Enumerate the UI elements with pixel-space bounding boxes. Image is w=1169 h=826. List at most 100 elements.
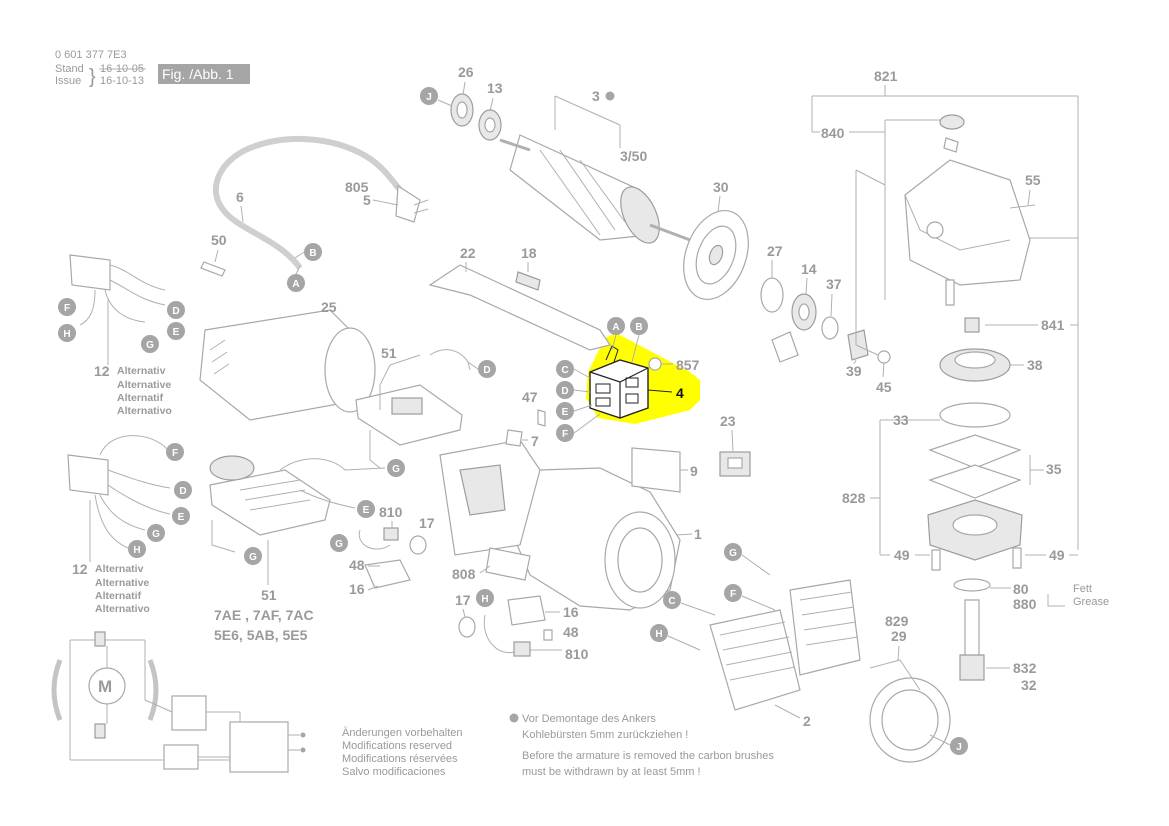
holder-16b: [507, 595, 546, 626]
label-2: 2: [803, 713, 811, 729]
callout-d1: D: [167, 301, 185, 319]
motor-housing: [439, 439, 681, 611]
motor-symbol: M: [98, 677, 112, 696]
svg-text:G: G: [249, 552, 257, 563]
label-38: 38: [1027, 357, 1043, 373]
label-828: 828: [842, 490, 866, 506]
note-bullet: [509, 713, 519, 723]
label-17a: 17: [419, 515, 435, 531]
plate-35a: [928, 434, 1022, 469]
label-821: 821: [874, 68, 898, 84]
fan-part: [683, 209, 749, 301]
callout-b2: B: [630, 317, 648, 335]
alt-a-3: Alternatif: [117, 392, 164, 404]
lever-22: [428, 264, 611, 351]
header-brace: }: [89, 66, 96, 88]
alt-a-2: Alternative: [117, 379, 171, 391]
modifications-en: Modifications reserved: [342, 740, 452, 752]
label-51a: 51: [381, 345, 397, 361]
plate-35b: [928, 464, 1022, 499]
label-5: 5: [363, 192, 371, 208]
svg-text:A: A: [292, 279, 299, 290]
label-17b: 17: [455, 592, 471, 608]
callout-g5: G: [244, 547, 262, 565]
key-part: [771, 331, 799, 363]
svg-text:E: E: [562, 407, 569, 418]
callout-h4: H: [128, 540, 146, 558]
label-3-50: 3/50: [620, 148, 647, 164]
label-808: [485, 547, 531, 581]
svg-text:H: H: [133, 545, 140, 556]
guard-part: [869, 659, 951, 763]
label-32: 32: [1021, 677, 1037, 693]
label-810a: 810: [379, 504, 403, 520]
brush-holder-7: [505, 429, 523, 447]
callout-g3: G: [387, 459, 405, 477]
callout-h6: H: [476, 589, 494, 607]
svg-text:H: H: [655, 629, 662, 640]
callout-h1: H: [58, 324, 76, 342]
label-4: 4: [676, 385, 684, 401]
figure-label: Fig. /Abb. 1: [162, 66, 234, 82]
svg-text:E: E: [363, 505, 370, 516]
svg-text:G: G: [392, 464, 400, 475]
callout-a1: A: [287, 274, 305, 292]
label-29: 29: [891, 628, 907, 644]
label-7: 7: [531, 433, 539, 449]
svg-text:F: F: [562, 429, 568, 440]
label-841: 841: [1041, 317, 1065, 333]
label-22: 22: [460, 245, 476, 261]
capacitor-810a: [383, 527, 399, 541]
field-coil-part: [709, 579, 861, 711]
callout-f2: F: [556, 424, 574, 442]
armature-note-de-1: Vor Demontage des Ankers: [522, 713, 656, 725]
alt-a-4: Alternativo: [117, 405, 172, 417]
svg-text:G: G: [729, 548, 737, 559]
label-80: 80: [1013, 581, 1029, 597]
armature-note-en-2: must be withdrawn by at least 5mm !: [522, 766, 701, 778]
label-37: 37: [826, 276, 842, 292]
label-9: 9: [690, 463, 698, 479]
callout-g6: G: [330, 534, 348, 552]
svg-text:D: D: [561, 386, 568, 397]
connector-block-12b: [67, 454, 109, 496]
callout-e1: E: [167, 322, 185, 340]
gear-housing: [904, 159, 1031, 286]
grease-en: Grease: [1073, 596, 1109, 608]
modifications-fr: Modifications réservées: [342, 753, 458, 765]
svg-text:E: E: [178, 512, 185, 523]
label-829: 829: [885, 613, 909, 629]
clip-17a: [409, 535, 427, 555]
cap-part: [939, 114, 965, 130]
capacitor-810b: [513, 641, 531, 657]
label-plate-9: [631, 447, 681, 493]
modifications-de: Änderungen vorbehalten: [342, 727, 462, 739]
label-12a: 12: [94, 363, 110, 379]
armature-note-en-1: Before the armature is removed the carbo…: [522, 750, 774, 762]
label-805: 805: [345, 179, 369, 195]
svg-text:B: B: [635, 322, 642, 333]
callout-g7: G: [724, 543, 742, 561]
callout-f7: F: [724, 584, 742, 602]
part-number: 0 601 377 7E3: [55, 49, 127, 61]
label-26: 26: [458, 64, 474, 80]
svg-text:D: D: [179, 486, 186, 497]
callout-j1: J: [420, 87, 438, 105]
power-cord: [212, 136, 403, 270]
pin-part: [945, 279, 955, 306]
label-832: 832: [1013, 660, 1037, 676]
spring-part: [943, 137, 959, 153]
spring-18: [515, 271, 541, 291]
screw-47: [537, 409, 546, 427]
svg-text:J: J: [956, 742, 962, 753]
callout-d4: D: [174, 481, 192, 499]
label-48b: 48: [563, 624, 579, 640]
label-1: 1: [694, 526, 702, 542]
svg-text:H: H: [481, 594, 488, 605]
label-808-text: 808: [452, 566, 476, 582]
label-39: 39: [846, 363, 862, 379]
svg-text:C: C: [561, 365, 568, 376]
svg-text:J: J: [426, 92, 432, 103]
